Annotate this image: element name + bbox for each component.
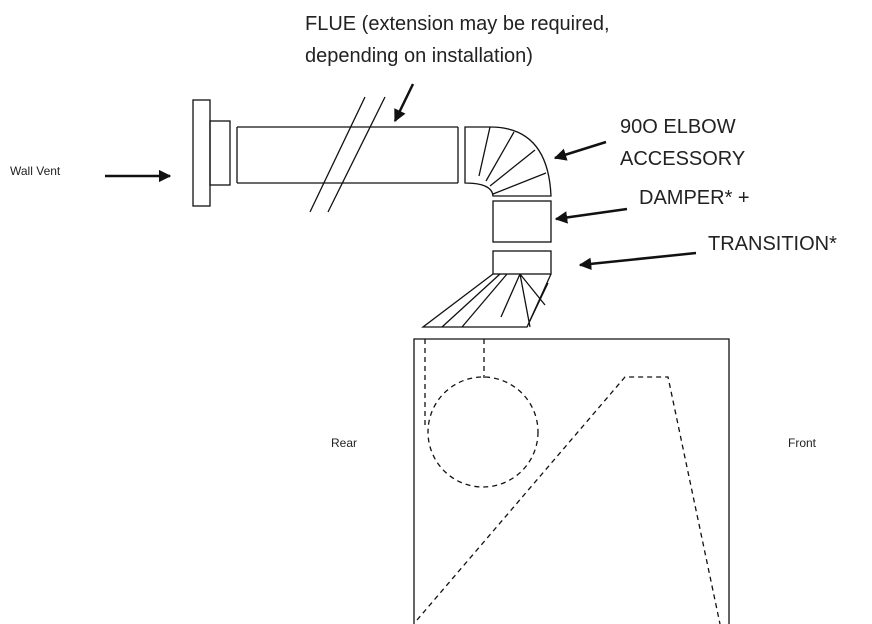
wall-vent: [192, 99, 231, 207]
unit-internal-duct: [424, 339, 485, 425]
elbow-label-line1: 90O ELBOW: [620, 116, 736, 138]
elbow-label-line2: ACCESSORY: [620, 148, 745, 170]
flue-arrow: [393, 83, 415, 123]
unit-blower-outline: [427, 376, 539, 488]
damper: [492, 200, 552, 243]
flue-label-line2: depending on installation): [305, 45, 533, 67]
elbow-accessory: [464, 126, 552, 197]
transition-arrow: [578, 251, 697, 271]
damper-arrow: [554, 207, 628, 224]
flue-label-line1: FLUE (extension may be required,: [305, 13, 610, 35]
flue-break-marks: [309, 96, 386, 213]
rear-label: Rear: [331, 436, 357, 450]
damper-label: DAMPER* +: [639, 187, 750, 209]
transition-label: TRANSITION*: [708, 233, 837, 255]
unit-cabinet: [413, 338, 730, 624]
flue-pipe: [236, 96, 459, 213]
transition: [421, 250, 552, 328]
front-label: Front: [788, 436, 817, 450]
elbow-arrow: [553, 140, 607, 161]
unit-coil-outline: [416, 376, 721, 624]
wall-vent-label: Wall Vent: [10, 164, 61, 178]
